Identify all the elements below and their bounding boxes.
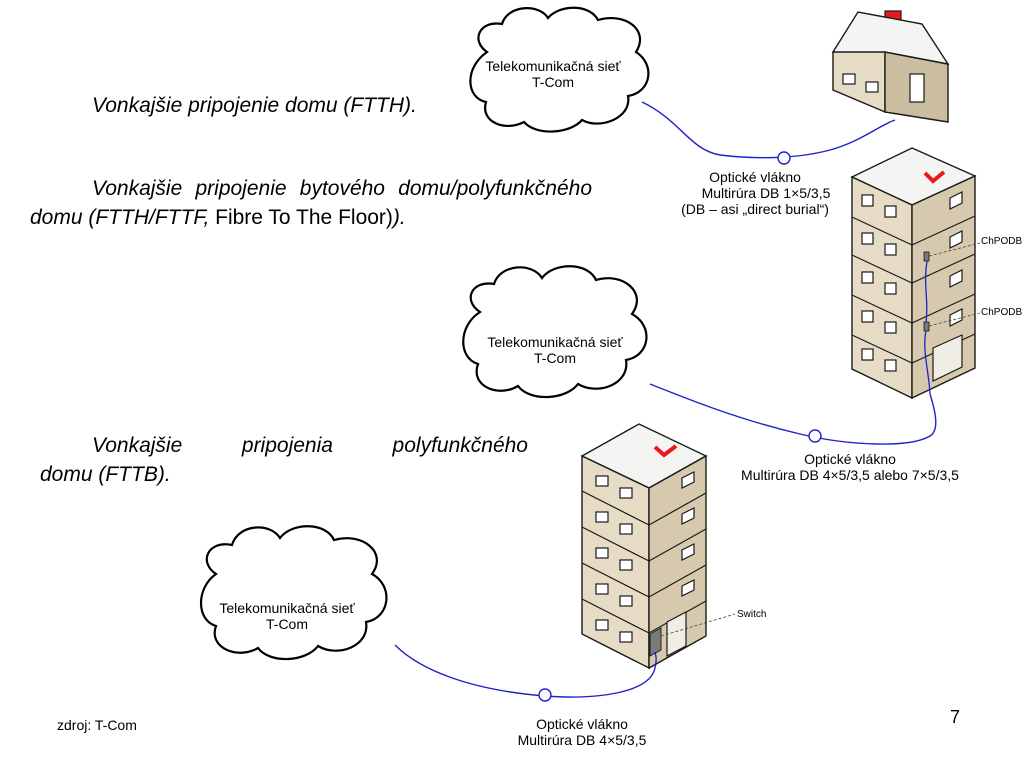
chpodb-upper-label: ChPODB [981, 236, 1023, 247]
chpodb-upper-leader [928, 242, 981, 257]
family-house-icon [831, 10, 950, 123]
network-label-middle: Telekomunikačná sieť T-Com [487, 334, 623, 366]
network-cloud-bottom [200, 525, 388, 661]
fiber-cable-house [641, 101, 896, 159]
network-cloud-top [469, 6, 650, 133]
fiber-marker-house [777, 151, 791, 165]
fiber-cable-apartment [649, 383, 937, 445]
fiber-cable-building [394, 644, 657, 698]
chpodb-lower-leader [928, 312, 981, 327]
ftth-paragraph: Vonkajšie pripojenie domu (FTTH). [92, 94, 417, 117]
switch-leader [660, 613, 736, 637]
fiber-marker-apartment [808, 429, 822, 443]
polyfunctional-building-icon [580, 423, 708, 670]
page-number: 7 [950, 707, 961, 727]
fttf-paragraph: Vonkajšie pripojenie bytového domu/polyf… [30, 177, 592, 229]
network-label-top: Telekomunikačná sieť T-Com [485, 58, 621, 90]
chpodb-lower-label: ChPODB [981, 307, 1023, 318]
cable-label-apartment: Optické vlákno Multirúra DB 4×5/3,5 aleb… [741, 451, 959, 483]
cable-label-building: Optické vlákno Multirúra DB 4×5/3,5 [517, 716, 647, 748]
network-cloud-middle [462, 265, 648, 399]
apartment-building-icon [850, 147, 977, 400]
switch-label: Switch [737, 609, 767, 620]
network-label-bottom: Telekomunikačná sieť T-Com [219, 600, 355, 632]
fiber-marker-building [538, 688, 552, 702]
source-note: zdroj: T-Com [57, 717, 137, 733]
cable-label-house: Optické vlákno Multirúra DB 1×5/3,5 (DB … [681, 169, 831, 217]
